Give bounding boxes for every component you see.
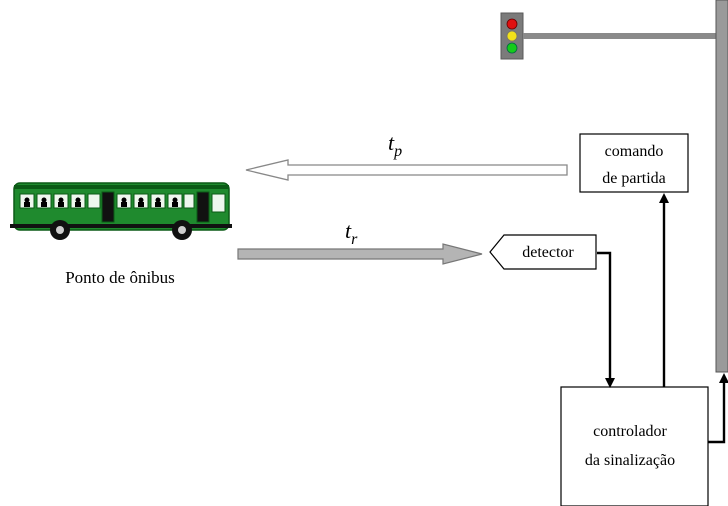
bus-stop-label: Ponto de ônibus [65,268,175,287]
tr-arrow [237,243,483,265]
controller-to-signal-line [708,373,728,444]
tr-label: tr [345,218,358,248]
signal-pole-arm [523,33,719,39]
start-command-label-2: de partida [602,170,666,187]
controller-label-2: da sinalização [585,452,675,469]
detector-to-controller-line [597,251,615,388]
traffic-light-icon [500,12,524,60]
controller-box [560,386,709,506]
tp-arrow [245,159,568,181]
tp-label: tp [388,130,402,160]
detector-box [489,234,597,270]
start-command-label-1: comando [605,143,664,160]
bus-icon [10,182,232,240]
start-command-box [579,133,689,193]
controller-label-1: controlador [593,423,667,440]
detector-label: detector [522,244,574,261]
signal-pole [715,0,728,373]
